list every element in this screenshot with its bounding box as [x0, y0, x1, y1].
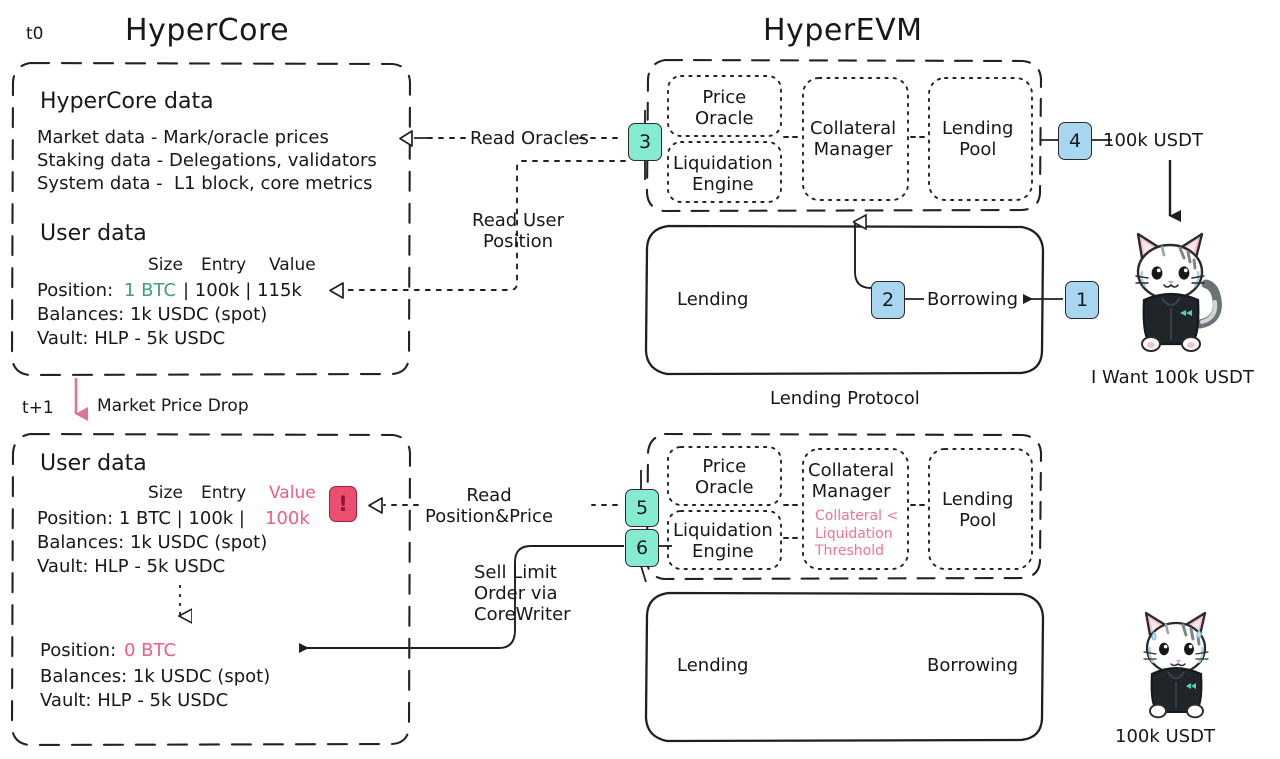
market-price-drop-label: Market Price Drop: [97, 396, 249, 416]
col-header-size-top: Size: [148, 255, 183, 275]
after-balances: Balances: 1k USDC (spot): [40, 666, 271, 687]
cat-avatar-worried: [1143, 611, 1209, 719]
lending-pool-label-top: Lending Pool: [942, 118, 1014, 161]
read-user-position-label: Read User Position: [472, 210, 564, 253]
page-title-hypercore: HyperCore: [125, 13, 290, 48]
liquidation-engine-label-bottom: Liquidation Engine: [673, 520, 773, 563]
read-position-price-arrowhead: [368, 497, 383, 514]
balances-top: Balances: 1k USDC (spot): [37, 304, 268, 325]
lending-label-bottom: Lending: [677, 655, 749, 676]
page-title-hyperevm: HyperEVM: [763, 13, 923, 48]
badge-4[interactable]: 4: [1058, 122, 1092, 160]
position-label-top: Position:: [37, 280, 114, 301]
actor-caption-bottom: 100k USDT: [1115, 726, 1215, 747]
collateral-manager-label-top: Collateral Manager: [810, 118, 897, 161]
borrowing-label-top: Borrowing: [927, 289, 1019, 310]
liquidation-alert-badge: !: [329, 486, 357, 522]
position-size-top: 1 BTC: [124, 280, 177, 301]
user-data-title-bottom: User data: [40, 451, 147, 476]
sell-limit-order-label: Sell Limit Order via CoreWriter: [474, 562, 571, 626]
read-oracles-arrowhead: [399, 130, 413, 147]
balances-bottom: Balances: 1k USDC (spot): [37, 532, 268, 553]
col-header-size-bottom: Size: [148, 483, 183, 503]
col-header-value-top: Value: [269, 255, 316, 275]
badge-1[interactable]: 1: [1065, 281, 1099, 319]
after-position-value: 0 BTC: [124, 640, 177, 661]
read-user-position-arrowhead: [329, 282, 344, 299]
hypercore-line-system: System data - L1 block, core metrics: [37, 173, 373, 194]
col-header-value-bottom: Value: [269, 483, 316, 503]
timestamp-t0: t0: [26, 24, 44, 44]
liquidation-engine-label-top: Liquidation Engine: [673, 153, 773, 196]
position-value-bottom: 100k: [265, 508, 310, 529]
badge-3[interactable]: 3: [628, 123, 662, 161]
lending-label-top: Lending: [677, 289, 749, 310]
hypercore-line-market: Market data - Mark/oracle prices: [37, 127, 329, 148]
after-position-label: Position:: [40, 640, 117, 661]
after-vault: Vault: HLP - 5k USDC: [40, 690, 229, 711]
price-oracle-label-bottom: Price Oracle: [695, 456, 754, 499]
alert-glyph: !: [338, 491, 348, 516]
vault-top: Vault: HLP - 5k USDC: [37, 328, 226, 349]
badge-5[interactable]: 5: [625, 489, 659, 527]
timestamp-t1: t+1: [22, 398, 54, 418]
position-entry-value-top: | 100k | 115k: [183, 280, 302, 301]
lending-protocol-caption: Lending Protocol: [770, 388, 920, 409]
borrow-to-evm-arrow: [855, 222, 872, 289]
user-data-title-top: User data: [40, 221, 147, 246]
sell-limit-order-path: [299, 545, 624, 653]
col-header-entry-bottom: Entry: [201, 483, 247, 503]
read-position-price-label: Read Position&Price: [425, 485, 554, 528]
borrowing-label-bottom: Borrowing: [927, 655, 1019, 676]
collateral-manager-label-bottom: Collateral Manager: [808, 460, 895, 503]
collateral-warning-text: Collateral < Liquidation Threshold: [815, 508, 899, 559]
cat-avatar-confident: [1135, 232, 1222, 352]
usdt-amount-top: 100k USDT: [1103, 130, 1203, 151]
badge-2[interactable]: 2: [871, 281, 905, 319]
badge-6[interactable]: 6: [625, 529, 659, 567]
vault-bottom: Vault: HLP - 5k USDC: [37, 556, 226, 577]
hypercore-data-title: HyperCore data: [40, 89, 214, 114]
lending-pool-label-bottom: Lending Pool: [942, 489, 1014, 532]
position-row-bottom: Position: 1 BTC | 100k |: [37, 508, 245, 529]
price-oracle-label-top: Price Oracle: [695, 87, 754, 130]
read-oracles-label: Read Oracles: [470, 128, 589, 149]
actor-caption-top: I Want 100k USDT: [1091, 367, 1254, 388]
col-header-entry-top: Entry: [201, 255, 247, 275]
hypercore-line-staking: Staking data - Delegations, validators: [37, 150, 377, 171]
